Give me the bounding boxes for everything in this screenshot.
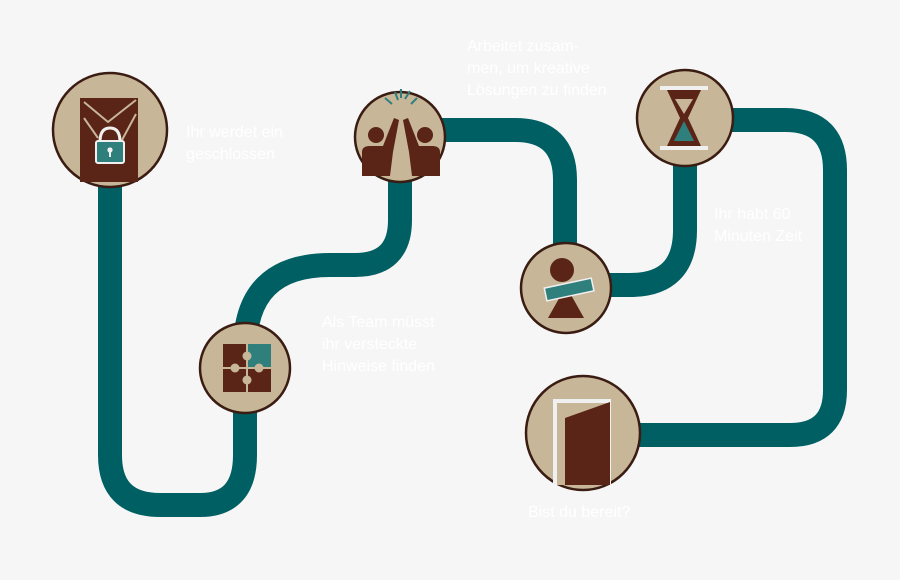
label-line: Arbeitet zusam-	[467, 38, 580, 55]
station-thinker	[519, 241, 613, 335]
high-five-icon	[362, 89, 440, 176]
hourglass-icon	[660, 86, 708, 150]
puzzle-icon	[223, 344, 271, 392]
open-door-icon	[553, 399, 611, 485]
locked-door-icon	[80, 98, 138, 182]
label-work-together: Arbeitet zusam- men, um kreative Lösunge…	[467, 36, 607, 102]
label-sixty-minutes: Ihr habt 60 Minuten Zeit	[714, 204, 802, 248]
thinker-icon	[543, 258, 595, 318]
label-line: Minuten Zeit	[714, 228, 803, 245]
station-hourglass	[635, 68, 735, 168]
label-find-clues: Als Team müsst ihr versteckte Hinweise f…	[322, 312, 435, 378]
label-line: Ihr habt 60	[714, 206, 791, 223]
label-line: geschlossen	[186, 146, 275, 163]
label-line: Bist du bereit?	[528, 504, 631, 521]
station-high-five	[353, 89, 447, 184]
label-locked-in: Ihr werdet ein geschlossen	[186, 122, 283, 166]
station-puzzle	[198, 321, 292, 415]
label-ready: Bist du bereit?	[528, 502, 630, 524]
label-line: Ihr werdet ein	[186, 124, 283, 141]
label-line: men, um kreative	[467, 60, 590, 77]
label-line: Als Team müsst	[322, 314, 435, 331]
station-locked-door	[51, 71, 169, 189]
label-line: Lösungen zu finden	[467, 82, 607, 99]
label-line: Hinweise finden	[322, 358, 435, 375]
label-line: ihr versteckte	[322, 336, 418, 353]
road-path	[98, 108, 847, 517]
station-open-door	[524, 374, 642, 492]
